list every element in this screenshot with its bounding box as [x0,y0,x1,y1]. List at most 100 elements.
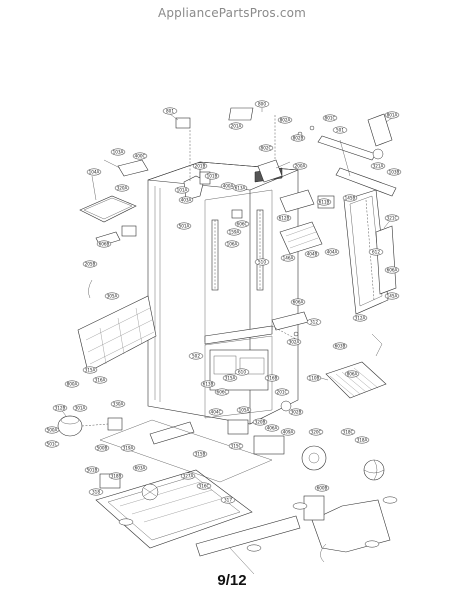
callout: 603A [132,464,148,472]
callout: 301A [72,404,88,412]
svg-text:802C: 802C [261,146,272,151]
callout: 400C [132,152,148,160]
callout: 800 [254,100,270,108]
callout: 320C [308,428,324,436]
svg-text:201C: 201C [277,390,288,395]
svg-text:400C: 400C [135,154,146,159]
svg-text:501A: 501A [179,224,190,229]
svg-text:301A: 301A [75,406,86,411]
callout: 315B [192,450,208,458]
svg-text:501C: 501C [47,442,58,447]
callout: 801A [384,111,400,119]
callout: 312 [306,318,322,326]
svg-text:510: 510 [258,260,266,265]
callout: 612 [368,248,384,256]
callout: 205B [82,260,98,268]
callout: 606A [290,298,306,306]
callout: 801 [162,107,178,115]
callout: 319A [120,444,136,452]
callout: 404C [208,408,224,416]
callout: 501B [84,466,100,474]
svg-text:502: 502 [192,354,200,359]
svg-text:606B: 606B [99,242,110,247]
callout: 802B [290,134,306,142]
svg-text:500B: 500B [97,446,108,451]
callout [364,540,380,548]
compressor [57,415,195,445]
callout: 802C [258,144,274,152]
callout: 201B [192,162,208,170]
callout: 315A [222,374,238,382]
svg-text:330A: 330A [113,402,124,407]
svg-text:404B: 404B [307,252,318,257]
svg-text:327A: 327A [183,474,194,479]
callout: 330A [110,400,126,408]
callout: 500A [44,426,60,434]
callout: 502 [188,352,204,360]
svg-text:159A: 159A [229,230,240,235]
callout: 317 [220,496,236,504]
callout [246,544,262,552]
svg-text:318: 318 [92,490,100,495]
callout: 603B [332,342,348,350]
svg-text:404C: 404C [211,410,222,415]
callout: 201A [228,122,244,130]
callout: 315A [82,366,98,374]
svg-text:318B: 318B [111,474,122,479]
svg-text:612B: 612B [279,216,290,221]
callout: 316B [264,374,280,382]
callout: 403A [178,196,194,204]
callout: 316A [92,376,108,384]
svg-text:400A: 400A [223,184,234,189]
callout: 318A [354,436,370,444]
svg-text:201B: 201B [195,164,206,169]
callout: 312B [52,404,68,412]
callout: 105A [236,406,252,414]
callout: 201C [274,388,290,396]
svg-text:801A: 801A [387,113,398,118]
callout: 806A [344,370,360,378]
svg-text:603A: 603A [135,466,146,471]
svg-text:611B: 611B [319,200,330,205]
callout: 404B [304,250,320,258]
callout: 106A [224,240,240,248]
callout: 315C [228,442,244,450]
svg-text:321C: 321C [387,216,398,221]
callout: 406A [264,424,280,432]
callout: 510 [254,258,270,266]
callout: 612B [276,214,292,222]
svg-text:315B: 315B [195,452,206,457]
callout: 606A [384,266,400,274]
callout: 321A [370,162,386,170]
glass-shelf [79,159,149,299]
svg-text:612: 612 [372,250,380,255]
svg-text:312A: 312A [355,316,366,321]
svg-text:106A: 106A [227,242,238,247]
svg-text:145B: 145B [345,196,356,201]
svg-text:200A: 200A [295,164,306,169]
callout: 146A [280,254,296,262]
callout: 302B [288,408,304,416]
callout: 312A [352,314,368,322]
svg-text:613A: 613A [235,186,246,191]
svg-text:318A: 318A [357,438,368,443]
callout: 611B [316,198,332,206]
svg-text:320C: 320C [311,430,322,435]
svg-text:500A: 500A [47,428,58,433]
callout: 101A [174,186,190,194]
svg-text:316A: 316A [95,378,106,383]
callout: 318B [108,472,124,480]
callout: 145B [342,194,358,202]
callout [292,502,308,510]
callout: 104A [86,168,102,176]
svg-text:315A: 315A [85,368,96,373]
svg-text:316C: 316C [199,484,210,489]
callout: 159A [226,228,242,236]
callout: 801C [322,114,338,122]
svg-text:806A: 806A [347,372,358,377]
callout: 318 [88,488,104,496]
svg-text:302B: 302B [291,410,302,415]
svg-text:613B: 613B [203,382,214,387]
top-hinge-assembly [175,107,315,219]
